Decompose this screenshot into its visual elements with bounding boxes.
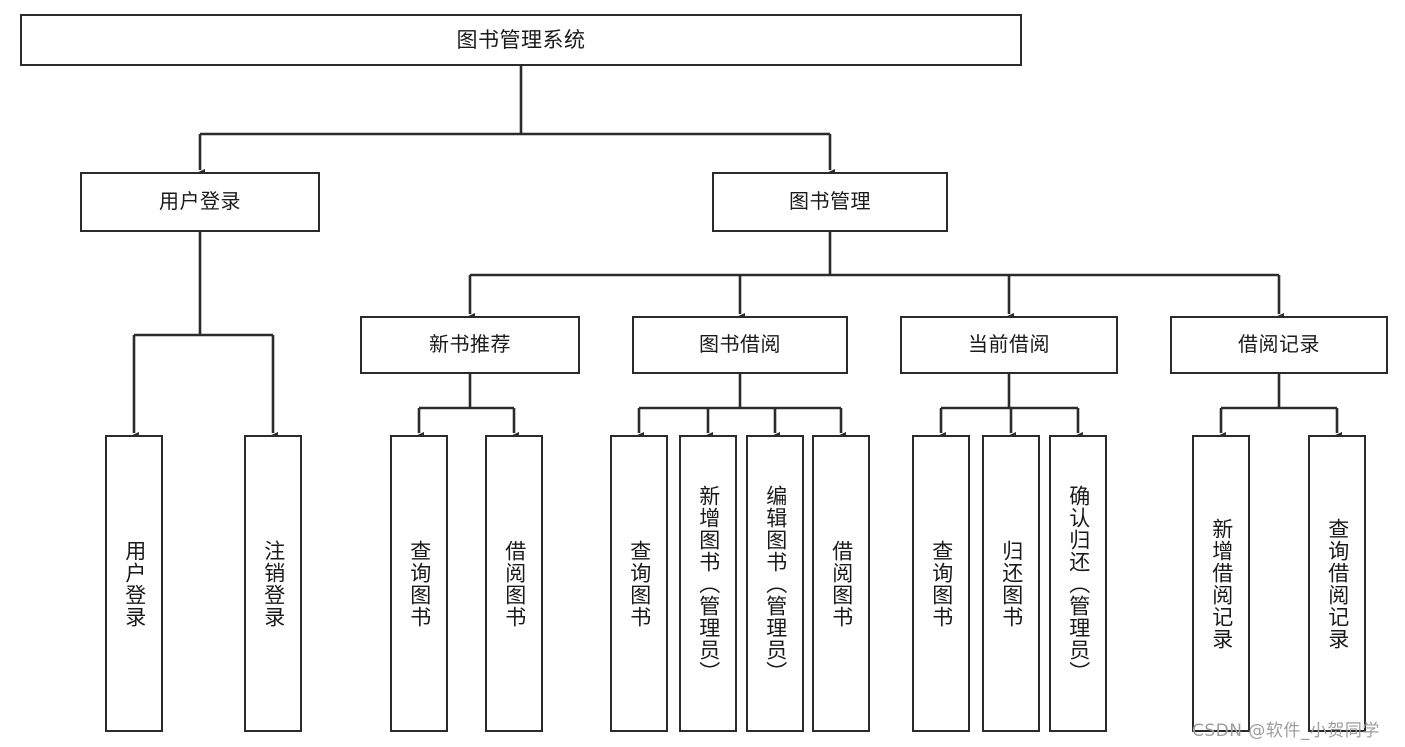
node-label: 借阅图书 — [502, 539, 527, 628]
node-leaf-user-login[interactable]: 用户登录 — [105, 435, 163, 732]
node-user-login[interactable]: 用户登录 — [80, 172, 320, 232]
node-label: 查询图书 — [407, 539, 432, 628]
node-label: 借阅图书 — [829, 539, 854, 628]
node-leaf-borrow-book-2[interactable]: 借阅图书 — [812, 435, 870, 732]
node-label: 查询图书 — [627, 539, 652, 628]
node-label: 新书推荐 — [429, 332, 511, 357]
node-leaf-edit-book[interactable]: 编辑图书（管理员） — [746, 435, 804, 732]
node-root[interactable]: 图书管理系统 — [20, 14, 1022, 66]
node-leaf-add-record[interactable]: 新增借阅记录 — [1192, 435, 1250, 732]
node-label: 注销登录 — [261, 539, 286, 628]
node-leaf-add-book[interactable]: 新增图书（管理员） — [679, 435, 737, 732]
node-label: 当前借阅 — [968, 332, 1050, 357]
node-book-borrow[interactable]: 图书借阅 — [632, 316, 848, 374]
node-label: 确认归还（管理员） — [1066, 484, 1091, 683]
node-label: 用户登录 — [159, 189, 241, 214]
node-label: 借阅记录 — [1238, 332, 1320, 357]
node-label: 编辑图书（管理员） — [763, 484, 788, 683]
node-label: 查询借阅记录 — [1325, 517, 1350, 650]
node-label: 查询图书 — [929, 539, 954, 628]
node-label: 用户登录 — [122, 539, 147, 628]
node-book-manage[interactable]: 图书管理 — [712, 172, 948, 232]
node-label: 新增借阅记录 — [1209, 517, 1234, 650]
node-borrow-record[interactable]: 借阅记录 — [1170, 316, 1388, 374]
node-label: 新增图书（管理员） — [696, 484, 721, 683]
node-label: 图书管理 — [789, 189, 871, 214]
node-leaf-query-book-1[interactable]: 查询图书 — [390, 435, 448, 732]
node-label: 图书管理系统 — [456, 27, 586, 52]
node-leaf-confirm-return[interactable]: 确认归还（管理员） — [1049, 435, 1107, 732]
node-leaf-query-book-2[interactable]: 查询图书 — [610, 435, 668, 732]
node-leaf-query-book-3[interactable]: 查询图书 — [912, 435, 970, 732]
node-label: 归还图书 — [999, 539, 1024, 628]
node-label: 图书借阅 — [699, 332, 781, 357]
node-new-book-rec[interactable]: 新书推荐 — [360, 316, 580, 374]
node-leaf-return-book[interactable]: 归还图书 — [982, 435, 1040, 732]
node-leaf-borrow-book-1[interactable]: 借阅图书 — [485, 435, 543, 732]
watermark-text: CSDN @软件_小贺同学 — [1192, 721, 1380, 741]
node-leaf-logout[interactable]: 注销登录 — [244, 435, 302, 732]
node-current-borrow[interactable]: 当前借阅 — [900, 316, 1118, 374]
node-leaf-query-record[interactable]: 查询借阅记录 — [1308, 435, 1366, 732]
